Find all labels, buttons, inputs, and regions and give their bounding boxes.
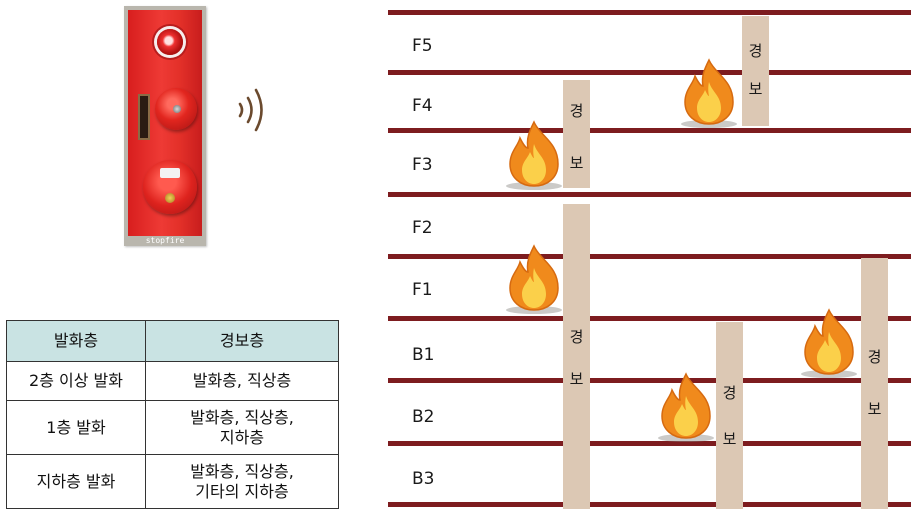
alarm-floor-cell: 발화층, 직상층, 지하층: [145, 400, 339, 455]
panel-face: [128, 10, 202, 236]
alarm-floor-line: 지하층: [219, 427, 265, 447]
alarm-floor-line: 발화층, 직상층,: [190, 461, 294, 481]
panel-brand-label: stopfire: [145, 236, 185, 245]
table-row: 1층 발화 발화층, 직상층, 지하층: [6, 400, 339, 455]
fire-icon: [658, 372, 714, 442]
floor-label-f2: F2: [412, 218, 433, 238]
alarm-char: 보: [748, 80, 763, 98]
fire-icon: [506, 244, 562, 314]
floor-divider: [388, 441, 911, 446]
floor-divider: [388, 128, 911, 133]
floor-divider: [388, 192, 911, 197]
alarm-char: 경: [722, 384, 737, 402]
fire-icon: [681, 58, 737, 128]
alarm-floor-cell: 발화층, 직상층, 기타의 지하층: [145, 454, 339, 509]
floor-label-b3: B3: [412, 469, 435, 489]
fire-icon: [801, 308, 857, 378]
alarm-lamp-icon: [157, 29, 183, 55]
fire-floor-cell: 1층 발화: [6, 400, 146, 455]
floor-label-f1: F1: [412, 280, 433, 300]
floor-label-f3: F3: [412, 155, 433, 175]
table-row: 2층 이상 발화 발화층, 직상층: [6, 361, 339, 401]
alarm-bar: 경 보: [563, 204, 590, 509]
alarm-char: 보: [569, 154, 584, 172]
alarm-char: 경: [569, 328, 584, 346]
alarm-bar: 경 보: [716, 322, 743, 509]
fire-icon: [506, 120, 562, 190]
floor-divider: [388, 254, 911, 259]
header-alarm-floor: 경보층: [145, 320, 339, 362]
alarm-bar: 경 보: [563, 80, 590, 188]
alarm-floor-line: 발화층, 직상층: [192, 371, 292, 390]
floor-label-f4: F4: [412, 96, 433, 116]
alarm-char: 보: [569, 370, 584, 388]
floor-divider: [388, 10, 911, 15]
alarm-char: 경: [748, 42, 763, 60]
alarm-bar: 경 보: [861, 258, 888, 509]
alarm-char: 경: [569, 102, 584, 120]
floor-label-b1: B1: [412, 345, 435, 365]
alarm-bar: 경 보: [742, 16, 769, 126]
manual-call-point-icon: [143, 160, 197, 214]
table-row: 지하층 발화 발화층, 직상층, 기타의 지하층: [6, 454, 339, 509]
alarm-char: 보: [867, 400, 882, 418]
floor-divider: [388, 502, 911, 507]
fire-floor-cell: 2층 이상 발화: [6, 361, 146, 401]
alarm-char: 경: [867, 348, 882, 366]
floor-divider: [388, 316, 911, 321]
alarm-floor-table: 발화층 경보층 2층 이상 발화 발화층, 직상층 1층 발화 발화층, 직상층…: [6, 320, 339, 509]
header-fire-floor: 발화층: [6, 320, 146, 362]
alarm-floor-cell: 발화층, 직상층: [145, 361, 339, 401]
alarm-char: 보: [722, 430, 737, 448]
floor-divider: [388, 378, 911, 383]
fire-floor-cell: 지하층 발화: [6, 454, 146, 509]
floor-label-f5: F5: [412, 36, 433, 56]
fire-alarm-panel: stopfire: [124, 6, 206, 246]
sound-wave-icon: [238, 88, 263, 132]
alarm-floor-line: 발화층, 직상층,: [190, 407, 294, 427]
alarm-bell-icon: [155, 88, 197, 130]
phone-jack-slot: [138, 94, 150, 140]
floor-divider: [388, 70, 911, 75]
floor-label-b2: B2: [412, 407, 435, 427]
alarm-floor-line: 기타의 지하층: [195, 481, 289, 501]
